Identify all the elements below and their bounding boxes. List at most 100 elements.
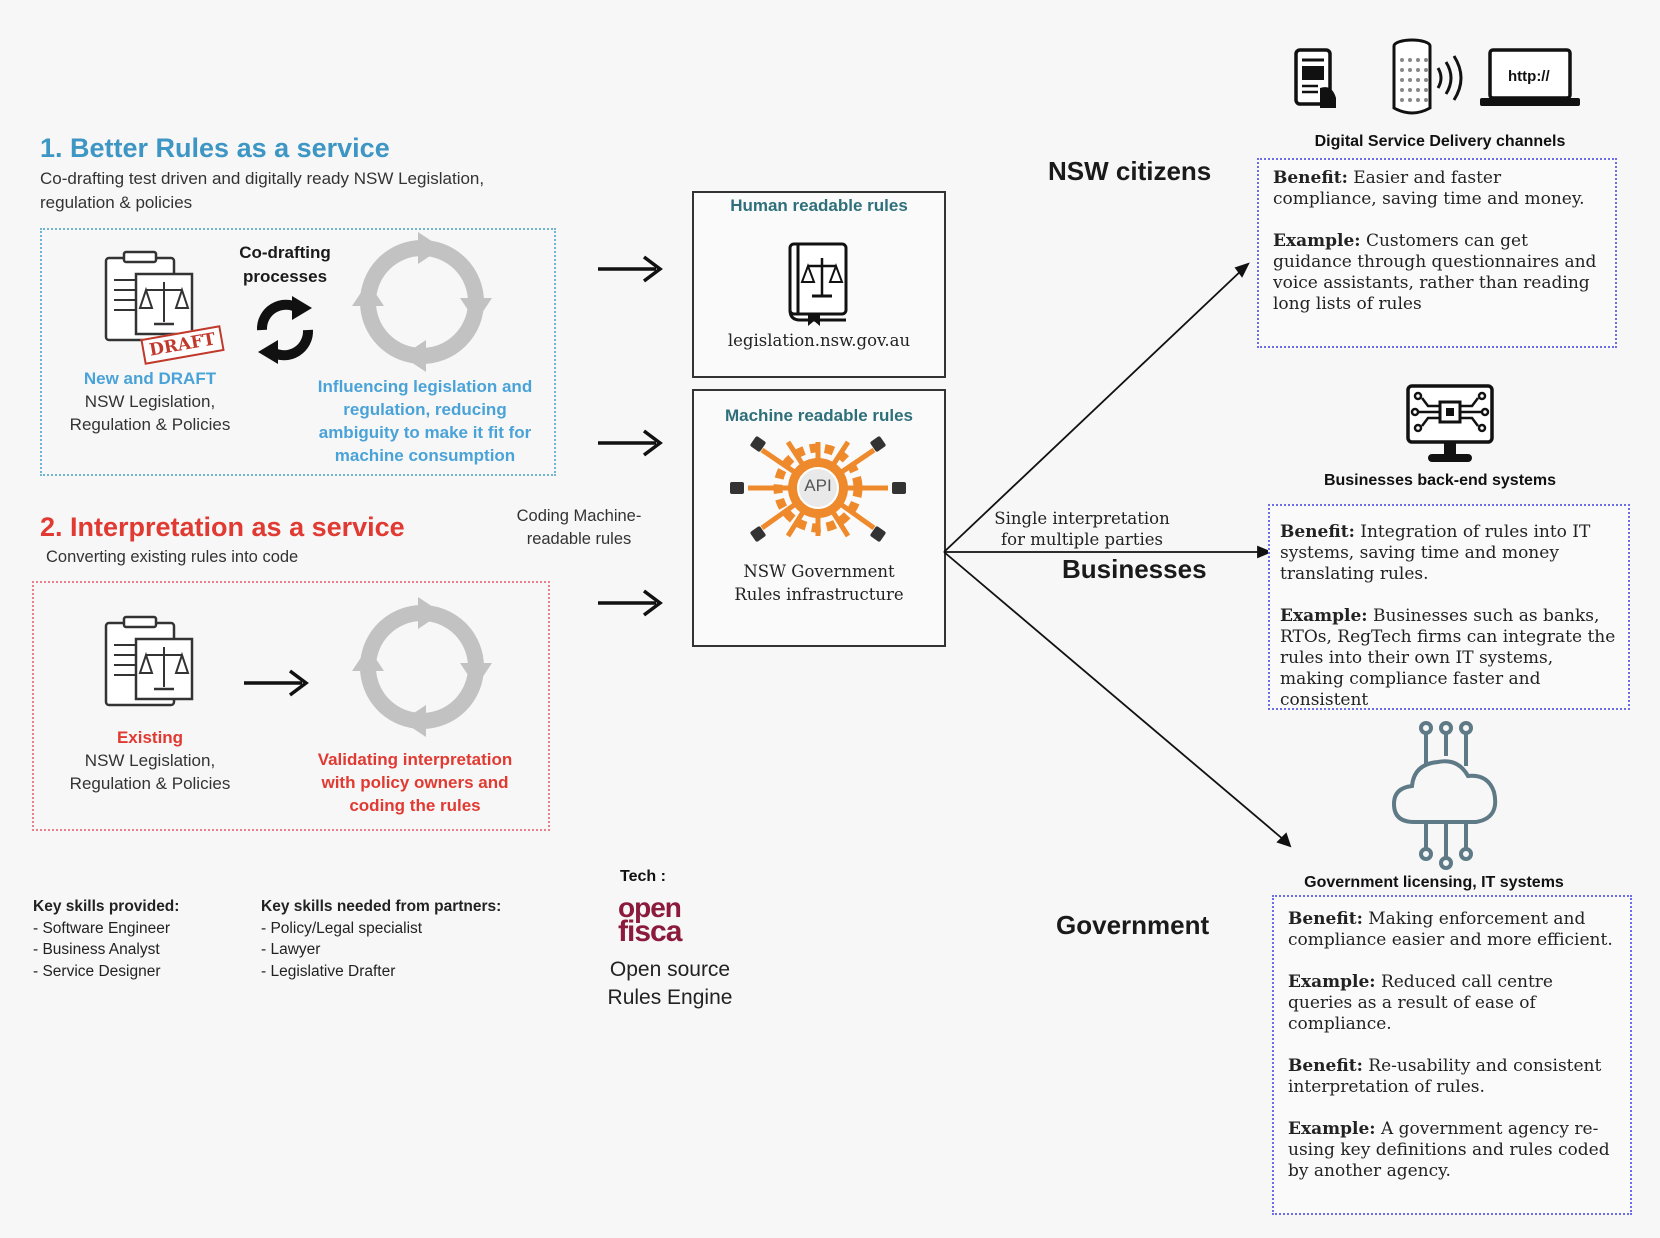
codrafting-label-line2: processes [242, 267, 328, 286]
government-example-2: Example: A government agency re-using ke… [1288, 1119, 1622, 1182]
coding-machine-label-line1: Coding Machine- [516, 507, 642, 525]
existing-legislation-doc-icon [104, 615, 194, 707]
tech-caption: Open source Rules Engine [590, 956, 750, 1012]
machine-readable-caption-line1: NSW Government [743, 562, 895, 581]
influencing-caption: Influencing legislation and regulation, … [290, 375, 560, 467]
government-benefit-2-label: Benefit: [1288, 1056, 1363, 1076]
digital-example-text: Customers can get guidance through quest… [1273, 231, 1597, 314]
business-example-label: Example: [1280, 606, 1368, 626]
section1-title: 1. Better Rules as a service [40, 133, 390, 163]
circuit-monitor-icon [1406, 384, 1494, 462]
codrafting-label: Co-drafting processes [220, 241, 350, 289]
tech-label: Tech : [620, 868, 666, 885]
validation-caption: Validating interpretation with policy ow… [295, 748, 535, 817]
existing-doc-caption-line3: Regulation & Policies [69, 774, 231, 793]
draft-doc-caption-line3: Regulation & Policies [69, 415, 231, 434]
existing-doc-caption-line2: NSW Legislation, [84, 751, 216, 770]
influencing-caption-line2: regulation, reducing [343, 400, 507, 419]
single-interpretation-label: Single interpretation for multiple parti… [972, 508, 1192, 550]
digital-example: Example: Customers can get guidance thro… [1273, 231, 1605, 315]
influencing-caption-line1: Influencing legislation and [317, 377, 533, 396]
skills-provided-item: - Software Engineer [33, 919, 170, 937]
section2-box [32, 581, 550, 831]
business-benefit: Benefit: Integration of rules into IT sy… [1280, 522, 1618, 585]
draft-legislation-doc-icon [104, 250, 194, 342]
openfisca-logo-line2: fisca [618, 915, 682, 948]
single-interpretation-line1: Single interpretation [994, 509, 1170, 528]
section1-subtitle-line1: Co-drafting test driven and digitally re… [40, 169, 485, 188]
skills-needed-title: Key skills needed from partners: [261, 898, 502, 915]
coding-machine-label-line2: readable rules [526, 530, 632, 548]
government-benefit-1: Benefit: Making enforcement and complian… [1288, 909, 1622, 951]
mobile-phone-icon [1294, 48, 1336, 108]
influencing-caption-line4: machine consumption [334, 446, 516, 465]
validation-cycle-icon [352, 597, 492, 737]
government-example-1-text: Reduced call centre queries as a result … [1288, 972, 1553, 1034]
section1-subtitle-line2: regulation & policies [40, 193, 193, 212]
validation-caption-line3: coding the rules [349, 796, 481, 815]
business-benefit-text: Integration of rules into IT systems, sa… [1280, 522, 1591, 584]
skills-provided: Key skills provided: - Software Engineer… [33, 896, 179, 982]
cloud-network-icon [1391, 721, 1498, 870]
digital-benefit-text: Easier and faster compliance, saving tim… [1273, 168, 1585, 209]
skills-needed: Key skills needed from partners: - Polic… [261, 896, 501, 982]
audience-citizens: NSW citizens [1048, 156, 1212, 186]
existing-doc-caption-highlight: Existing [116, 728, 184, 747]
skills-needed-item: - Lawyer [261, 941, 321, 958]
government-benefit-1-text: Making enforcement and compliance easier… [1288, 909, 1613, 950]
business-example-text: Businesses such as banks, RTOs, RegTech … [1280, 606, 1616, 710]
validation-caption-line1: Validating interpretation [317, 750, 513, 769]
machine-readable-caption: NSW Government Rules infrastructure [692, 560, 946, 606]
existing-doc-caption: Existing NSW Legislation, Regulation & P… [50, 726, 250, 795]
api-label: API [804, 476, 832, 495]
business-benefit-label: Benefit: [1280, 522, 1355, 542]
business-benefits-box: Benefit: Integration of rules into IT sy… [1268, 504, 1630, 710]
openfisca-logo-line1: open [618, 892, 682, 923]
government-benefits-box: Benefit: Making enforcement and complian… [1272, 895, 1632, 1215]
government-example-1-label: Example: [1288, 972, 1376, 992]
government-example-2-label: Example: [1288, 1119, 1376, 1139]
business-example: Example: Businesses such as banks, RTOs,… [1280, 606, 1618, 711]
iteration-cycle-icon [352, 232, 492, 372]
legislation-url[interactable]: legislation.nsw.gov.au [727, 331, 911, 350]
draft-doc-caption-highlight: New and DRAFT [83, 369, 217, 388]
machine-readable-caption-line2: Rules infrastructure [734, 585, 904, 604]
digital-benefit: Benefit: Easier and faster compliance, s… [1273, 168, 1605, 210]
government-benefit-2: Benefit: Re-usability and consistent int… [1288, 1056, 1622, 1098]
sync-arrows-icon [257, 296, 313, 364]
smart-speaker-icon [1392, 38, 1463, 115]
section1-box [40, 228, 556, 476]
laptop-browser-icon [1480, 48, 1580, 106]
openfisca-logo: open fisca [618, 892, 682, 948]
coding-machine-label: Coding Machine- readable rules [500, 505, 658, 551]
digital-benefit-label: Benefit: [1273, 168, 1348, 188]
to-machine-rules-arrow [598, 429, 663, 457]
government-benefit-2-text: Re-usability and consistent interpretati… [1288, 1056, 1602, 1097]
section2-title: 2. Interpretation as a service [40, 512, 405, 542]
api-plug-hub-icon [730, 436, 906, 542]
to-human-rules-arrow [598, 255, 663, 283]
tech-caption-line2: Rules Engine [607, 986, 733, 1009]
government-benefit-1-label: Benefit: [1288, 909, 1363, 929]
audience-government: Government [1056, 910, 1210, 940]
section2-subtitle: Converting existing rules into code [46, 548, 299, 566]
business-systems-label: Businesses back-end systems [1323, 472, 1557, 489]
government-systems-label: Government licensing, IT systems [1304, 874, 1564, 891]
skills-needed-item: - Policy/Legal specialist [261, 919, 423, 937]
government-example-2-text: A government agency re-using key definit… [1288, 1119, 1610, 1181]
law-book-icon [788, 242, 848, 326]
skills-provided-item: - Service Designer [33, 962, 161, 980]
skills-provided-item: - Business Analyst [33, 941, 160, 958]
government-example-1: Example: Reduced call centre queries as … [1288, 972, 1622, 1035]
skills-provided-title: Key skills provided: [33, 898, 180, 915]
human-readable-title: Human readable rules [730, 196, 908, 215]
coding-rules-arrow [598, 589, 663, 617]
digital-benefits-box: Benefit: Easier and faster compliance, s… [1257, 158, 1617, 348]
codrafting-label-line1: Co-drafting [239, 243, 331, 262]
draft-doc-caption: New and DRAFT NSW Legislation, Regulatio… [50, 367, 250, 436]
influencing-caption-line3: ambiguity to make it fit for [318, 423, 532, 442]
to-validation-arrow [244, 669, 309, 697]
digital-example-label: Example: [1273, 231, 1361, 251]
tech-caption-line1: Open source [609, 958, 731, 981]
